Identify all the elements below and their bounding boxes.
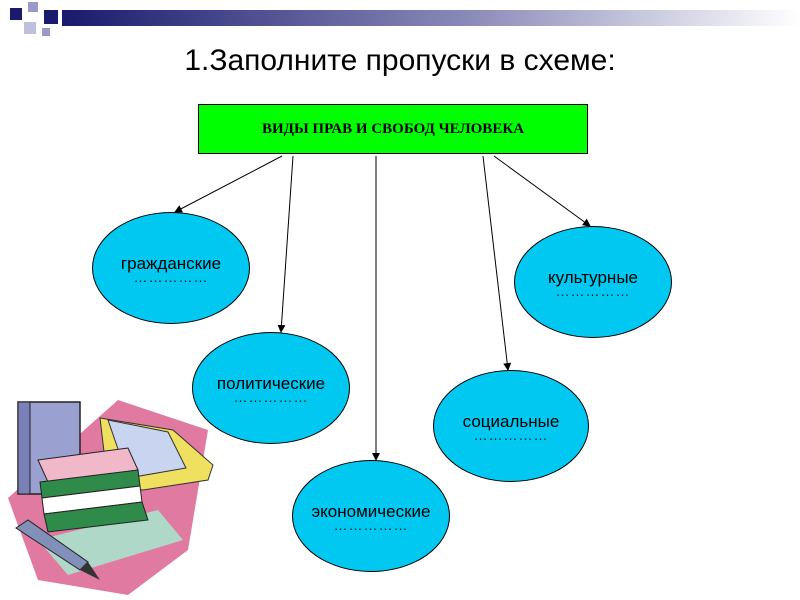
arrow-to-kulturnye [493, 155, 591, 227]
arrow-to-socialnye [482, 155, 512, 371]
node-grazhdanskie: гражданские …………… [92, 212, 250, 324]
diagram-root-box: ВИДЫ ПРАВ И СВОБОД ЧЕЛОВЕКА [198, 104, 588, 154]
node-politicheskie: политические …………… [192, 332, 350, 444]
slide-title: 1.Заполните пропуски в схеме: [184, 44, 616, 77]
node-blank: …………… [233, 389, 309, 405]
node-blank: …………… [555, 283, 631, 299]
node-kulturnye: культурные …………… [514, 226, 672, 338]
node-blank: …………… [333, 517, 409, 533]
node-label: гражданские [120, 254, 222, 273]
node-blank: …………… [473, 427, 549, 443]
node-label: политические [216, 374, 326, 393]
books-clipart-icon [8, 400, 214, 595]
header-bar [10, 2, 800, 36]
arrow-to-politicheskie [277, 155, 294, 333]
node-ekonomicheskie: экономические …………… [292, 460, 450, 572]
node-socialnye: социальные …………… [433, 370, 589, 482]
node-blank: …………… [133, 269, 209, 285]
node-label: культурные [547, 268, 638, 287]
node-label: экономические [311, 502, 431, 521]
arrow-to-grazhdanskie [174, 155, 283, 213]
node-label: социальные [462, 412, 560, 431]
header-squares-icon [10, 2, 58, 36]
